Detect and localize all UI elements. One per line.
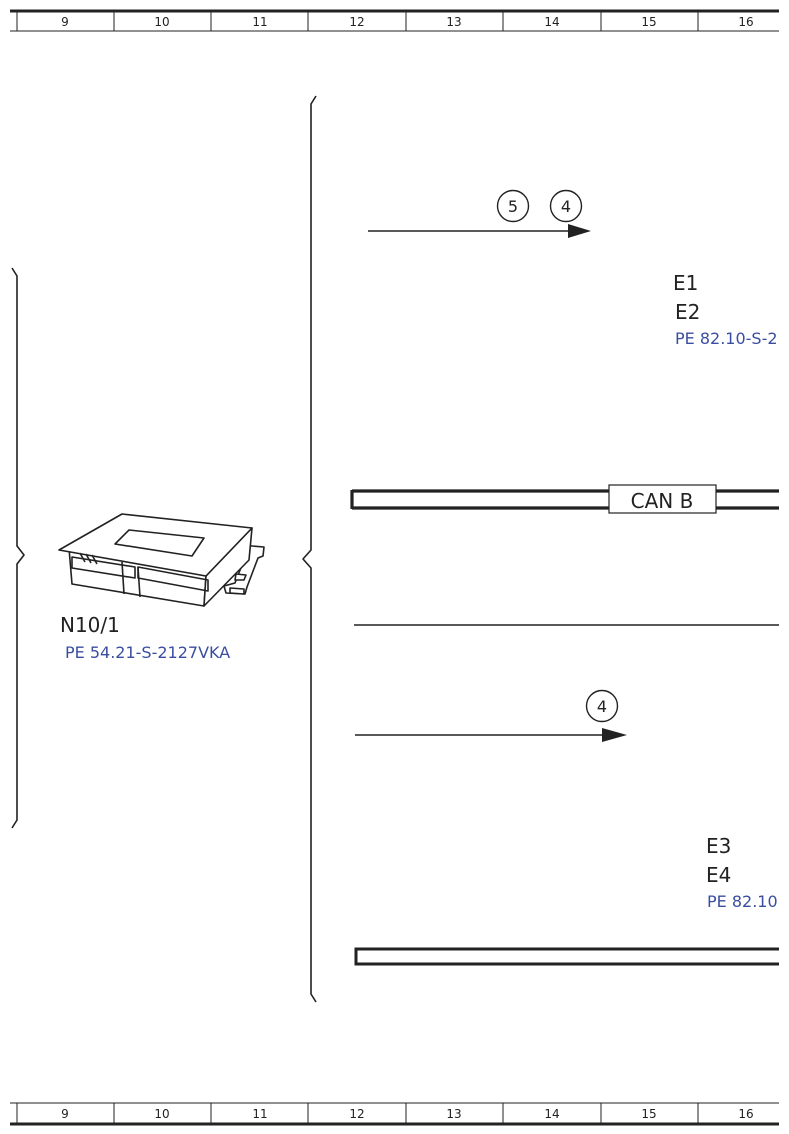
marker-circle-4-top: 4 <box>549 189 583 223</box>
ruler-bottom-col-16: 16 <box>738 1107 753 1121</box>
lamp-e3-label: E3 <box>706 834 731 858</box>
marker-circle-5: 5 <box>496 189 530 223</box>
ruler-top-col-16: 16 <box>738 15 753 29</box>
ruler-top-col-13: 13 <box>446 15 461 29</box>
bottom-bus-line <box>354 947 779 966</box>
ruler-bottom-col-10: 10 <box>154 1107 169 1121</box>
ruler-bottom-col-14: 14 <box>544 1107 559 1121</box>
ruler-top-col-10: 10 <box>154 15 169 29</box>
lamp-e1-label: E1 <box>673 271 698 295</box>
ruler-bottom-col-9: 9 <box>61 1107 69 1121</box>
lamps-bottom-ref-link[interactable]: PE 82.10 <box>707 892 778 911</box>
ruler-top-col-11: 11 <box>252 15 267 29</box>
signal-arrow-top <box>368 224 591 238</box>
ecu-ref-link[interactable]: PE 54.21-S-2127VKA <box>65 643 230 662</box>
ruler-bottom-col-13: 13 <box>446 1107 461 1121</box>
ruler-bottom-col-11: 11 <box>252 1107 267 1121</box>
marker-circle-4-middle: 4 <box>585 689 619 723</box>
ruler-top-col-15: 15 <box>641 15 656 29</box>
ruler-top-col-14: 14 <box>544 15 559 29</box>
can-bus-label-box: CAN B <box>608 484 717 514</box>
lamp-e2-label: E2 <box>675 300 700 324</box>
marker-4-middle-label: 4 <box>597 697 607 716</box>
marker-5-label: 5 <box>508 197 518 216</box>
can-bus-line <box>350 489 779 510</box>
top-ruler: 9 10 11 12 13 14 15 16 <box>10 9 779 32</box>
ecu-code: N10/1 <box>60 613 120 637</box>
left-brace <box>11 267 25 829</box>
ruler-bottom-col-12: 12 <box>349 1107 364 1121</box>
group-brace <box>302 95 317 1003</box>
signal-arrow-middle <box>355 728 627 742</box>
marker-4-top-label: 4 <box>561 197 571 216</box>
lamp-e4-label: E4 <box>706 863 731 887</box>
ruler-top-col-9: 9 <box>61 15 69 29</box>
lamps-top-ref-link[interactable]: PE 82.10-S-2 <box>675 329 778 348</box>
ruler-bottom-col-15: 15 <box>641 1107 656 1121</box>
ruler-top-col-12: 12 <box>349 15 364 29</box>
can-bus-label: CAN B <box>631 489 694 513</box>
bottom-ruler: 9 10 11 12 13 14 15 16 <box>10 1102 779 1126</box>
control-unit-icon <box>58 513 265 607</box>
